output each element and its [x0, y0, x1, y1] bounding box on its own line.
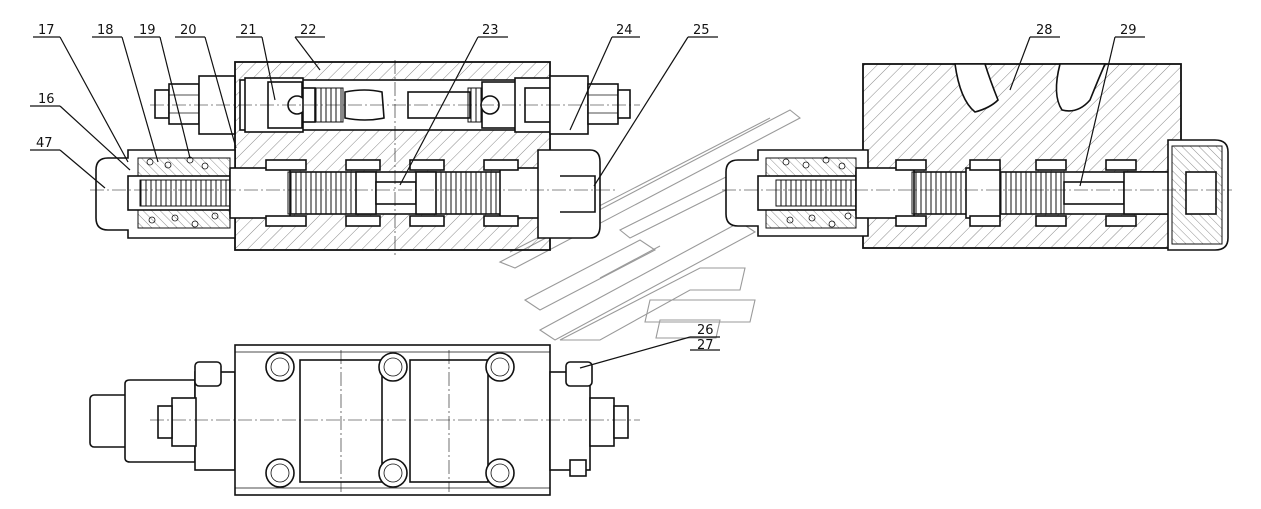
callout-18: 18: [97, 23, 114, 38]
callout-28: 28: [1036, 23, 1053, 38]
callout-21: 21: [240, 23, 257, 38]
callout-labels: 17 18 19 20 21 22 23 24 25 16 47 28 29 2…: [36, 23, 1137, 353]
callout-16: 16: [38, 92, 55, 107]
callout-26: 26: [697, 323, 714, 338]
callout-20: 20: [180, 23, 197, 38]
left-section-view: [90, 60, 640, 255]
callout-29: 29: [1120, 23, 1137, 38]
callout-23: 23: [482, 23, 499, 38]
bottom-external-view: [89, 344, 640, 496]
callout-24: 24: [616, 23, 633, 38]
callout-19: 19: [139, 23, 156, 38]
callout-47: 47: [36, 136, 53, 151]
right-section-view: [722, 63, 1232, 251]
callout-27: 27: [697, 338, 714, 353]
callout-17: 17: [38, 23, 55, 38]
callout-25: 25: [693, 23, 710, 38]
callout-22: 22: [300, 23, 317, 38]
leader-lines: [30, 36, 1145, 369]
